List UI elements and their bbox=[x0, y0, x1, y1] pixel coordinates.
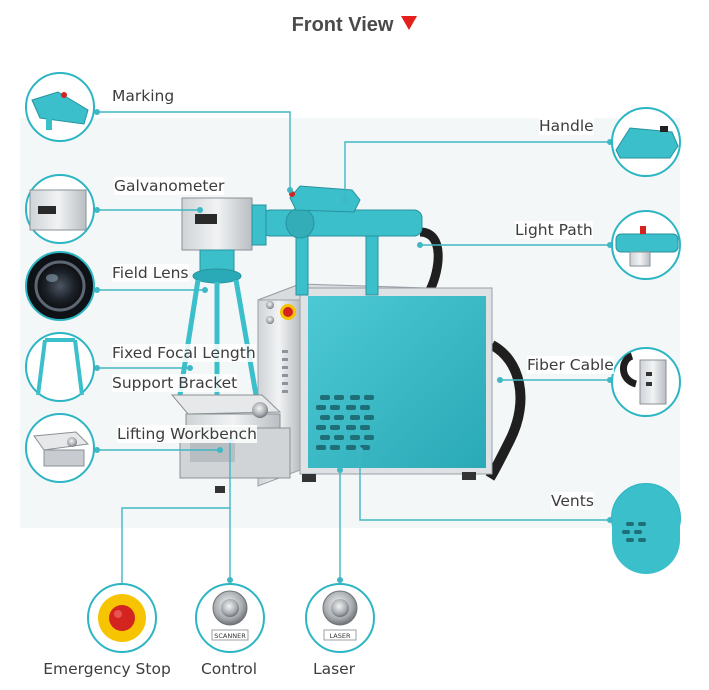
thumb-handle bbox=[611, 107, 681, 177]
label-emergency-stop: Emergency Stop bbox=[43, 660, 171, 678]
thumb-control: SCANNER bbox=[195, 583, 265, 653]
label-handle: Handle bbox=[539, 117, 594, 135]
diagram-title: Front View bbox=[0, 14, 709, 37]
scanner-plate-text: SCANNER bbox=[214, 632, 246, 640]
label-lifting-workbench: Lifting Workbench bbox=[117, 425, 257, 443]
galvanometer-mount bbox=[251, 204, 267, 246]
thumb-lifting-workbench bbox=[25, 413, 95, 483]
workbench-knob bbox=[252, 402, 268, 418]
foot-front bbox=[215, 486, 225, 493]
thumb-vents bbox=[611, 483, 681, 574]
thumb-light-path bbox=[611, 210, 681, 280]
label-fiber-cable: Fiber Cable bbox=[527, 356, 614, 374]
fiber-cable-side bbox=[485, 340, 526, 481]
label-vents: Vents bbox=[551, 492, 594, 510]
side-switch-2 bbox=[266, 316, 274, 324]
label-marking: Marking bbox=[112, 87, 175, 105]
fiber-cable-top bbox=[419, 227, 443, 293]
label-light-path: Light Path bbox=[515, 221, 593, 239]
arm-joint bbox=[285, 207, 315, 239]
label-field-lens: Field Lens bbox=[112, 264, 189, 282]
cabinet-face bbox=[308, 296, 486, 468]
laser-machine bbox=[170, 185, 526, 493]
thumb-emergency-stop bbox=[87, 583, 157, 653]
label-control: Control bbox=[200, 660, 258, 678]
foot-left bbox=[302, 474, 316, 482]
galvanometer-window bbox=[195, 214, 217, 224]
side-switch-1 bbox=[266, 301, 274, 309]
foot-right bbox=[462, 472, 476, 480]
title-text: Front View bbox=[291, 14, 394, 36]
label-laser: Laser bbox=[312, 660, 356, 678]
label-fixed-focal-length: Fixed Focal Length bbox=[112, 344, 256, 362]
thumb-laser: LASER bbox=[305, 583, 375, 653]
thumb-support-bracket bbox=[25, 332, 95, 402]
thumb-field-lens bbox=[25, 251, 95, 321]
laser-plate-text: LASER bbox=[330, 632, 351, 640]
callout-lines bbox=[97, 111, 610, 610]
workbench-lift bbox=[190, 440, 235, 462]
thumb-marking bbox=[25, 72, 95, 142]
estop-button bbox=[283, 307, 293, 317]
down-arrow-icon bbox=[401, 16, 418, 30]
top-handle bbox=[289, 185, 361, 213]
thumb-galvanometer bbox=[25, 174, 95, 244]
side-vents bbox=[282, 350, 288, 393]
label-support-bracket: Support Bracket bbox=[112, 374, 238, 392]
label-galvanometer: Galvanometer bbox=[114, 177, 225, 195]
thumb-fiber-cable bbox=[611, 347, 681, 417]
